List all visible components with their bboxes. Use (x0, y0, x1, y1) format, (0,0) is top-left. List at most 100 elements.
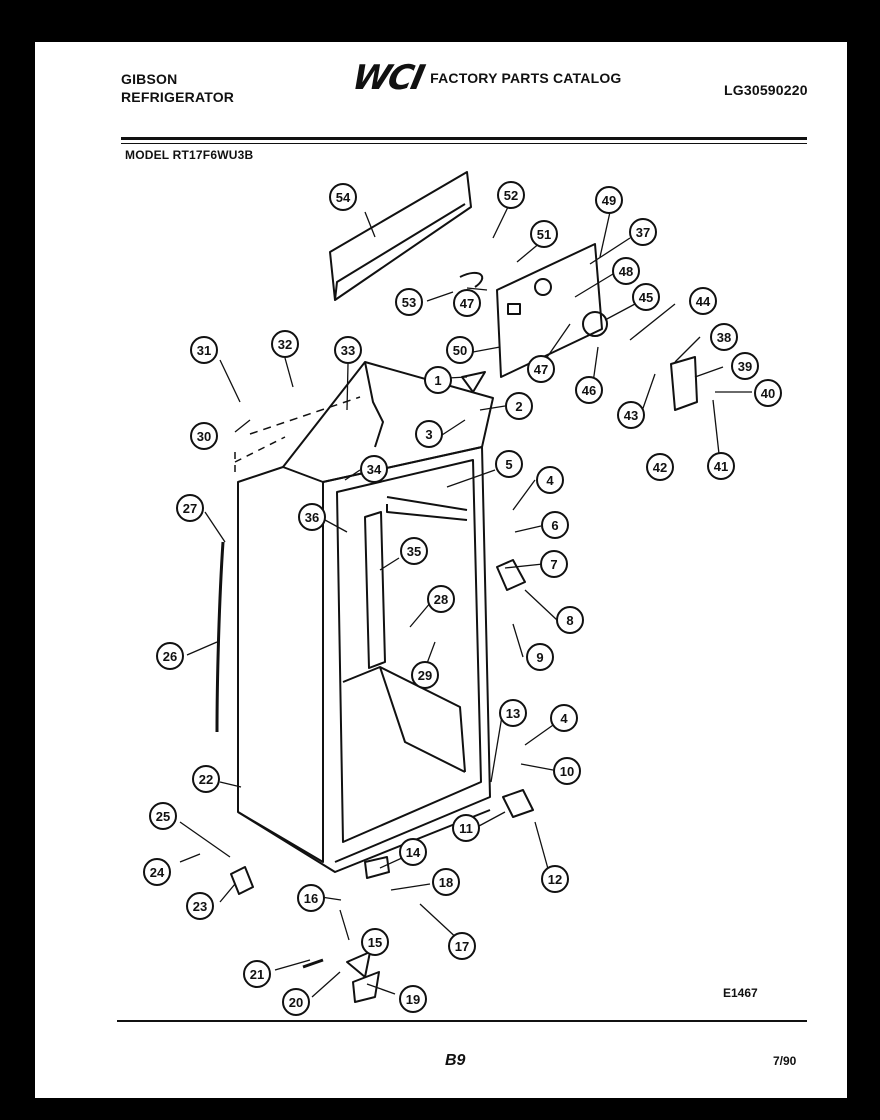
callout-number: 38 (717, 330, 731, 345)
callout-circle (710, 323, 738, 351)
callout-number: 14 (406, 845, 421, 860)
callout-42: 42 (646, 453, 674, 481)
callout-circle (411, 661, 439, 689)
callout-number: 3 (425, 427, 432, 442)
callout-circle (399, 838, 427, 866)
callout-number: 4 (546, 473, 554, 488)
callout-number: 10 (560, 764, 574, 779)
callout-circle (149, 802, 177, 830)
callout-number: 36 (305, 510, 319, 525)
callout-circle (530, 220, 558, 248)
callout-2: 2 (505, 392, 533, 420)
callout-6: 6 (541, 511, 569, 539)
callout-number: 13 (506, 706, 520, 721)
callout-number: 34 (367, 462, 382, 477)
callout-circle (176, 494, 204, 522)
center-hinge-part (496, 559, 526, 591)
mount-part (352, 971, 380, 1003)
callout-14: 14 (399, 838, 427, 866)
callout-number: 16 (304, 891, 318, 906)
callout-number: 33 (341, 343, 355, 358)
callout-number: 25 (156, 809, 170, 824)
brand-block: GIBSON REFRIGERATOR (121, 70, 234, 106)
callout-number: 21 (250, 967, 264, 982)
callout-number: 50 (453, 343, 467, 358)
callout-12: 12 (541, 865, 569, 893)
callout-15: 15 (361, 928, 389, 956)
callout-number: 53 (402, 295, 416, 310)
callout-circle (495, 450, 523, 478)
callout-number: 7 (550, 557, 557, 572)
thermostat-part (582, 311, 608, 337)
callout-34: 34 (360, 455, 388, 483)
callout-circle (541, 511, 569, 539)
callout-number: 54 (336, 190, 351, 205)
page-number: B9 (445, 1052, 466, 1069)
callout-circle (282, 988, 310, 1016)
control-panel-part (496, 243, 603, 378)
callout-circle (526, 643, 554, 671)
revision-date: 7/90 (773, 1054, 797, 1068)
callout-circle (243, 960, 271, 988)
callout-number: 51 (537, 227, 551, 242)
callout-circle (497, 181, 525, 209)
callout-35: 35 (400, 537, 428, 565)
callout-number: 47 (534, 362, 548, 377)
callout-circle (540, 550, 568, 578)
callout-4: 4 (536, 466, 564, 494)
callout-27: 27 (176, 494, 204, 522)
panel-opening (507, 303, 521, 315)
callout-number: 43 (624, 408, 638, 423)
callout-circle (190, 336, 218, 364)
callout-number: 48 (619, 264, 633, 279)
callout-26: 26 (156, 642, 184, 670)
callout-number: 2 (515, 399, 522, 414)
callout-number: 30 (197, 429, 211, 444)
callout-9: 9 (526, 643, 554, 671)
callout-labels: 1234456789101112131415161718192021222324… (143, 181, 782, 1016)
callout-circle (595, 186, 623, 214)
callout-circle (707, 452, 735, 480)
callout-41: 41 (707, 452, 735, 480)
document-number: LG30590220 (724, 82, 808, 98)
callout-number: 24 (150, 865, 165, 880)
callout-number: 17 (455, 939, 469, 954)
callout-circle (395, 288, 423, 316)
callout-53: 53 (395, 288, 423, 316)
callout-number: 19 (406, 992, 420, 1007)
callout-number: 42 (653, 460, 667, 475)
callout-circle (754, 379, 782, 407)
callout-30: 30 (190, 422, 218, 450)
header-rule-thin (121, 143, 807, 144)
product-type: REFRIGERATOR (121, 89, 235, 105)
callout-5: 5 (495, 450, 523, 478)
callout-49: 49 (595, 186, 623, 214)
exploded-parts-diagram: 1234456789101112131415161718192021222324… (143, 171, 782, 1016)
wire-clip-part (302, 958, 324, 969)
callout-19: 19 (399, 985, 427, 1013)
callout-circle (156, 642, 184, 670)
callout-3: 3 (415, 420, 443, 448)
callout-number: 39 (738, 359, 752, 374)
callout-18: 18 (432, 868, 460, 896)
cover-part (461, 371, 486, 393)
callout-24: 24 (143, 858, 171, 886)
footer-rule (117, 1020, 807, 1022)
callout-circle (143, 858, 171, 886)
clip-part (346, 951, 371, 978)
callout-7: 7 (540, 550, 568, 578)
callout-38: 38 (710, 323, 738, 351)
callout-number: 8 (566, 613, 573, 628)
callout-number: 35 (407, 544, 421, 559)
callout-28: 28 (427, 585, 455, 613)
callout-circle (415, 420, 443, 448)
callout-number: 31 (197, 343, 211, 358)
callout-54: 54 (329, 183, 357, 211)
callout-number: 47 (460, 296, 474, 311)
lower-hinge-part (230, 866, 254, 895)
callout-number: 11 (459, 821, 473, 836)
diagram-code: E1467 (723, 986, 758, 1000)
brand-name: GIBSON (121, 71, 178, 87)
callout-circle (617, 401, 645, 429)
callout-circle (536, 466, 564, 494)
